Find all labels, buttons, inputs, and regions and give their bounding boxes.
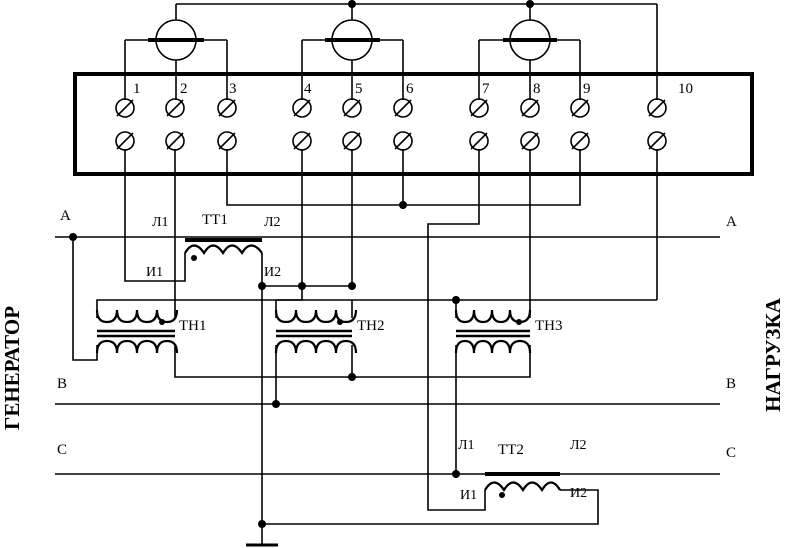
terminal-4 (292, 98, 312, 151)
terminal-number: 10 (678, 81, 693, 97)
terminal-1 (115, 98, 135, 151)
tt2-name: ТТ2 (498, 442, 524, 458)
current-transformer-tt2 (484, 472, 561, 498)
terminal-number: 7 (482, 81, 490, 97)
terminal-number: 6 (406, 81, 414, 97)
phase-label-c-left: C (57, 442, 67, 458)
voltage-transformer-tn3 (454, 309, 532, 354)
tt2-i1: И1 (460, 488, 477, 503)
tn1-name: ТН1 (179, 318, 207, 334)
terminal-number: 3 (229, 81, 237, 97)
phase-label-a-left: A (60, 208, 71, 224)
terminal-number: 4 (304, 81, 312, 97)
terminal-3 (217, 98, 237, 151)
terminal-screws (115, 98, 667, 151)
tt1-i1: И1 (146, 265, 163, 280)
terminal-number: 8 (533, 81, 541, 97)
tt1-name: ТТ1 (202, 212, 228, 228)
terminal-6 (393, 98, 413, 151)
load-label: НАГРУЗКА (761, 297, 785, 412)
voltage-transformer-tn2 (274, 309, 358, 354)
current-transformer-tt1 (184, 238, 263, 261)
tt1-l2: Л2 (264, 215, 281, 230)
terminal-numbers: 1 2 3 4 5 6 7 8 9 10 (133, 81, 693, 97)
tt2-l1: Л1 (458, 438, 475, 453)
phase-label-a-right: A (726, 214, 737, 230)
tt2-i2: И2 (570, 486, 587, 501)
meter-elements (124, 0, 658, 100)
terminal-9 (570, 98, 590, 151)
terminal-7 (469, 98, 489, 151)
voltage-transformer-tn1 (95, 309, 179, 354)
phase-label-b-right: B (726, 376, 736, 392)
phase-label-b-left: B (57, 376, 67, 392)
terminal-number: 5 (355, 81, 363, 97)
tt2-l2: Л2 (570, 438, 587, 453)
terminal-10 (647, 98, 667, 151)
terminal-8 (520, 98, 540, 151)
terminal-number: 1 (133, 81, 141, 97)
tn3-name: ТН3 (535, 318, 563, 334)
tt1-i2: И2 (264, 265, 281, 280)
generator-label: ГЕНЕРАТОР (0, 306, 24, 430)
terminal-2 (165, 98, 185, 151)
terminal-number: 9 (583, 81, 591, 97)
terminal-5 (342, 98, 362, 151)
phase-lines (55, 236, 720, 475)
tt1-l1: Л1 (152, 215, 169, 230)
tn2-name: ТН2 (357, 318, 385, 334)
wiring (69, 149, 658, 547)
terminal-block (73, 72, 754, 176)
phase-label-c-right: C (726, 445, 736, 461)
terminal-number: 2 (180, 81, 188, 97)
